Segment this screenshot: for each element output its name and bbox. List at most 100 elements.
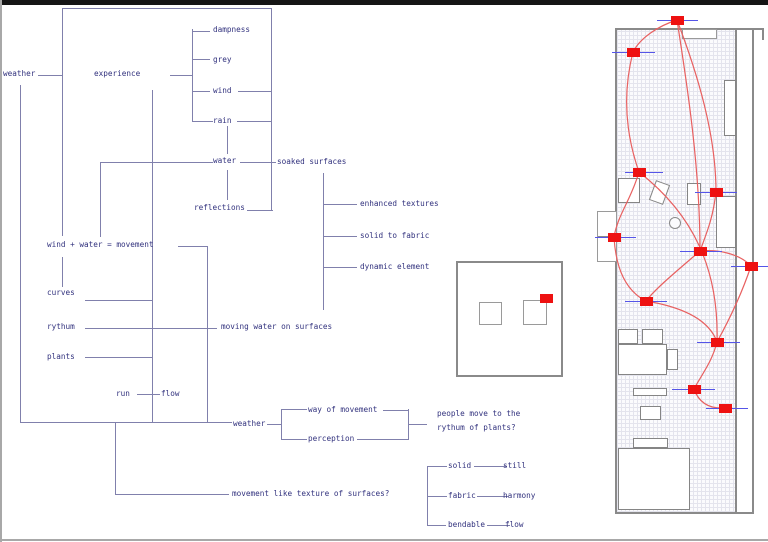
connector-line [62,8,63,236]
diagram-label: run [116,389,130,398]
diagram-label: enhanced textures [360,199,439,208]
red-pin-marker[interactable] [718,403,732,413]
connector-line [427,466,447,467]
diagram-label: perception [308,434,355,443]
connector-line [323,173,324,310]
diagram-label: curves [47,288,75,297]
connector-line [323,267,357,268]
diagram-label: rain [213,116,232,125]
red-pin-marker[interactable] [539,293,553,303]
connector-line [267,424,281,425]
connector-line [178,246,207,247]
connector-line [62,8,271,9]
connector-line [137,394,160,395]
connector-line [100,162,101,237]
plan-wall [762,28,764,40]
plan-wall [752,28,764,30]
plan-circle-fixture [669,217,681,229]
connector-line [408,424,427,425]
plan-furniture [716,196,736,248]
red-pin-marker[interactable] [687,384,701,394]
window-left-edge [0,0,2,542]
diagram-label: solid to fabric [360,231,430,240]
connector-line [38,75,62,76]
connector-line [192,91,210,92]
plan-furniture [618,178,640,203]
plan-furniture [667,349,678,370]
red-pin-marker[interactable] [693,246,707,256]
plan-furniture [618,344,667,375]
plan-wall [598,236,616,237]
detail-square [523,300,547,325]
connector-line [427,496,447,497]
connector-line [192,29,193,122]
connector-line [281,409,282,440]
diagram-label: wind [213,86,232,95]
diagram-label: grey [213,55,232,64]
connector-line [192,31,210,32]
diagram-label: flow [161,389,180,398]
red-pin-marker[interactable] [709,187,723,197]
plan-furniture [640,406,661,420]
red-pin-marker[interactable] [607,232,621,242]
connector-line [207,246,208,423]
connector-line [427,466,428,526]
connector-line [357,439,408,440]
red-pin-marker[interactable] [632,167,646,177]
red-pin-marker[interactable] [744,261,758,271]
connector-line [152,90,153,423]
plan-furniture [633,388,667,396]
connector-line [487,525,510,526]
diagram-label: weather [233,419,266,428]
diagram-label: water [213,156,237,165]
diagram-label: rythum [47,322,75,331]
diagram-label: dampness [213,25,251,34]
diagram-label: reflections [194,203,245,212]
window-top-edge [0,0,768,5]
connector-line [85,357,152,358]
diagram-label: solid [448,461,472,470]
diagram-label: fabric [448,491,476,500]
red-pin-marker[interactable] [639,296,653,306]
plan-furniture [642,329,663,344]
connector-line [192,59,210,60]
connector-line [192,121,213,122]
red-pin-marker[interactable] [670,15,684,25]
diagram-label: dynamic element [360,262,430,271]
connector-line [85,300,152,301]
connector-line [100,162,213,163]
connector-line [237,121,271,122]
diagram-label: movement like texture of surfaces? [232,489,390,498]
connector-line [20,85,21,423]
diagram-label: flow [505,520,524,529]
diagram-label: soaked surfaces [277,157,347,166]
connector-line [323,236,357,237]
red-pin-marker[interactable] [626,47,640,57]
plan-corridor [735,28,754,514]
plan-furniture [618,329,638,344]
diagram-label: weather [3,69,36,78]
plan-door-recess [682,29,717,39]
diagram-label: harmony [503,491,536,500]
diagram-label: moving water on surfaces [221,322,333,331]
diagram-label: people move to the rythum of plants? [437,409,521,432]
diagram-label: bendable [448,520,486,529]
plan-furniture [618,448,690,510]
connector-line [408,409,409,440]
diagram-label: experience [94,69,141,78]
diagram-label: way of movement [308,405,378,414]
diagram-label: wind + water = movement [47,240,154,249]
connector-line [247,210,273,211]
diagram-label: still [503,461,527,470]
connector-line [474,466,507,467]
red-pin-marker[interactable] [710,337,724,347]
plan-furniture [633,438,668,448]
connector-line [281,409,307,410]
connector-line [240,162,276,163]
connector-line [281,439,307,440]
connector-line [227,126,228,154]
detail-square [479,302,502,325]
connector-line [383,410,408,411]
connector-line [21,422,232,423]
